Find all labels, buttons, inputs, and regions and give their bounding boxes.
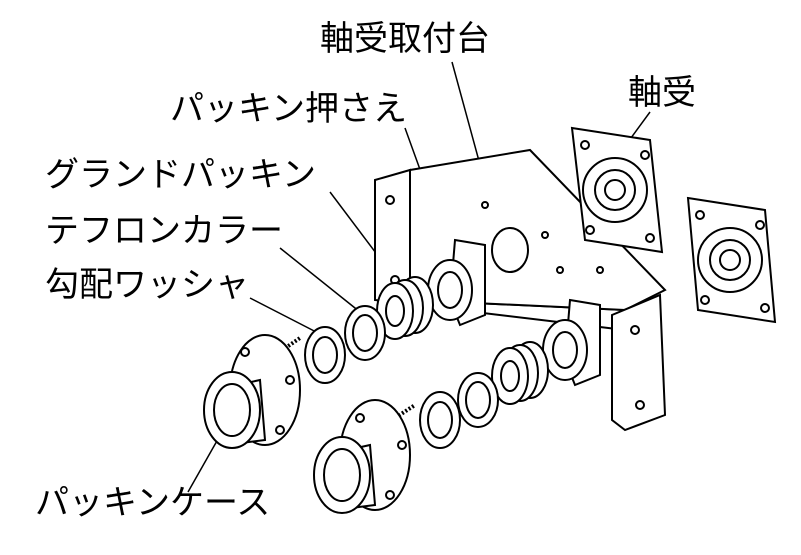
taper-washer-lower bbox=[419, 391, 461, 449]
packing-case-upper bbox=[203, 334, 301, 449]
taper-washer-upper bbox=[304, 326, 346, 384]
teflon-collar-lower bbox=[457, 372, 499, 428]
packing-retainer-lower bbox=[542, 298, 601, 387]
label-packing-retainer: パッキン押さえ bbox=[170, 89, 407, 129]
bearing-lower bbox=[686, 196, 777, 324]
packing-retainer-upper bbox=[427, 238, 486, 327]
label-gland-packing: グランドパッキン bbox=[45, 155, 316, 195]
bearing-upper bbox=[570, 126, 664, 254]
label-teflon-collar: テフロンカラー bbox=[45, 211, 283, 251]
packing-case-lower bbox=[313, 399, 411, 514]
label-bearing-mount: 軸受取付台 bbox=[320, 19, 490, 59]
gland-packing-lower bbox=[491, 341, 549, 405]
gland-packing-upper bbox=[376, 276, 434, 340]
label-bearing: 軸受 bbox=[628, 73, 696, 113]
teflon-collar-upper bbox=[344, 305, 386, 361]
label-packing-case: パッキンケース bbox=[35, 483, 271, 523]
label-taper-washer: 勾配ワッシャ bbox=[45, 265, 249, 305]
